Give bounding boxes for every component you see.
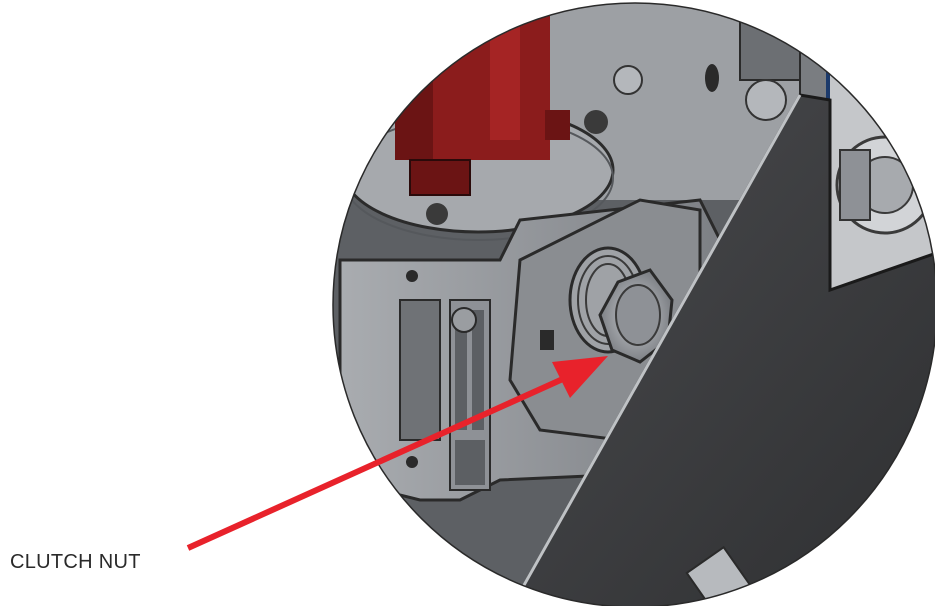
hex-bolt bbox=[745, 79, 787, 121]
clutch-nut bbox=[598, 268, 674, 364]
callout-label-clutch-nut: CLUTCH NUT bbox=[10, 551, 141, 573]
callout-arrow bbox=[186, 356, 608, 551]
detail-magnifier-view bbox=[333, 3, 935, 606]
